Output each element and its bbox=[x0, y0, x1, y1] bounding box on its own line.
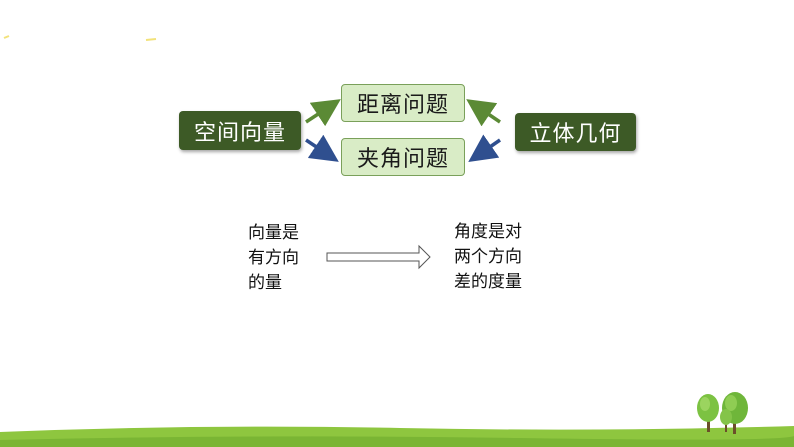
box-solid-geometry-label: 立体几何 bbox=[529, 122, 622, 147]
note-line: 向量是 bbox=[248, 223, 299, 243]
box-space-vector: 空间向量 bbox=[179, 111, 301, 150]
tree-icon bbox=[697, 394, 719, 432]
box-solid-geometry: 立体几何 bbox=[515, 113, 636, 151]
decor-mark bbox=[145, 38, 157, 41]
tree-icon bbox=[720, 409, 732, 432]
hollow-right-arrow bbox=[326, 244, 431, 270]
box-angle-problem-label: 夹角问题 bbox=[356, 147, 449, 172]
box-distance-problem-label: 距离问题 bbox=[356, 93, 449, 118]
box-space-vector-label: 空间向量 bbox=[193, 120, 286, 146]
arrow-to-distance-left bbox=[305, 99, 341, 127]
decor-mark bbox=[3, 35, 10, 39]
arrow-to-distance-right bbox=[466, 99, 501, 127]
arrow-to-angle-right bbox=[468, 134, 501, 162]
note-angle-definition: 角度是对 两个方向 差的度量 bbox=[454, 220, 522, 295]
box-distance-problem: 距离问题 bbox=[341, 84, 465, 122]
grass-shade bbox=[0, 436, 794, 447]
note-line: 角度是对 bbox=[454, 222, 522, 242]
note-line: 有方向 bbox=[248, 248, 299, 268]
note-line: 差的度量 bbox=[454, 272, 522, 292]
note-line: 两个方向 bbox=[454, 247, 522, 267]
box-angle-problem: 夹角问题 bbox=[341, 138, 465, 176]
note-line: 的量 bbox=[248, 273, 282, 293]
arrow-to-angle-left bbox=[305, 134, 339, 162]
note-vector-definition: 向量是 有方向 的量 bbox=[248, 221, 299, 296]
